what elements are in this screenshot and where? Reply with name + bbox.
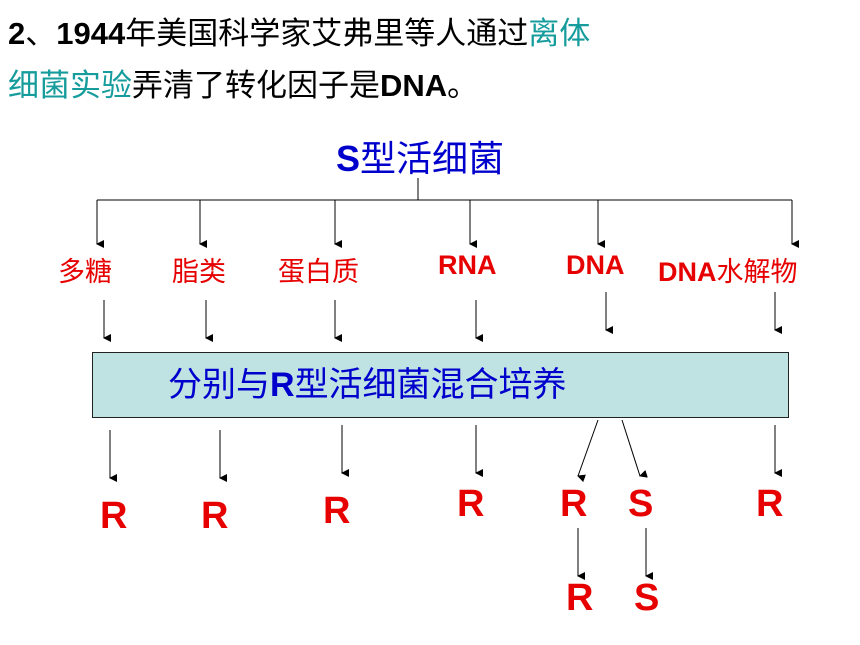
heading-text2: 弄清了转化因子是	[132, 68, 380, 104]
process-text: 分别与R型活细菌混合培养	[168, 365, 567, 405]
result-dna-hydrolysate: R	[756, 483, 784, 525]
heading-number: 2	[8, 16, 26, 51]
next-result-s: S	[634, 577, 660, 619]
result-rna: R	[457, 483, 485, 525]
component-rna: RNA	[438, 250, 497, 280]
component-polysaccharide: 多糖	[58, 257, 112, 288]
component-dna: DNA	[566, 250, 625, 280]
result-protein: R	[323, 490, 351, 532]
result-dna-r: R	[560, 483, 588, 525]
root-letter: S	[335, 138, 360, 179]
component-lipid: 脂类	[172, 257, 226, 288]
heading-year: 1944	[56, 16, 126, 51]
heading-highlight2: 细菌实验	[8, 68, 132, 104]
root-node: S型活细菌	[300, 130, 540, 182]
result-polysaccharide: R	[100, 495, 128, 537]
result-dna-s: S	[628, 483, 654, 525]
heading: 2、1944年美国科学家艾弗里等人通过离体细菌实验弄清了转化因子是DNA。	[8, 8, 848, 112]
root-text: 型活细菌	[360, 139, 505, 180]
heading-sep: 、	[25, 16, 57, 52]
heading-highlight1: 离体	[528, 16, 591, 52]
heading-text1: 年美国科学家艾弗里等人通过	[125, 16, 529, 52]
heading-dna: DNA	[380, 68, 448, 103]
result-lipid: R	[201, 495, 229, 537]
component-protein: 蛋白质	[278, 257, 359, 288]
process-box: 分别与R型活细菌混合培养	[92, 352, 789, 418]
next-result-r: R	[566, 577, 594, 619]
component-dna-hydrolysate: DNA水解物	[658, 257, 798, 288]
heading-end: 。	[447, 68, 479, 104]
